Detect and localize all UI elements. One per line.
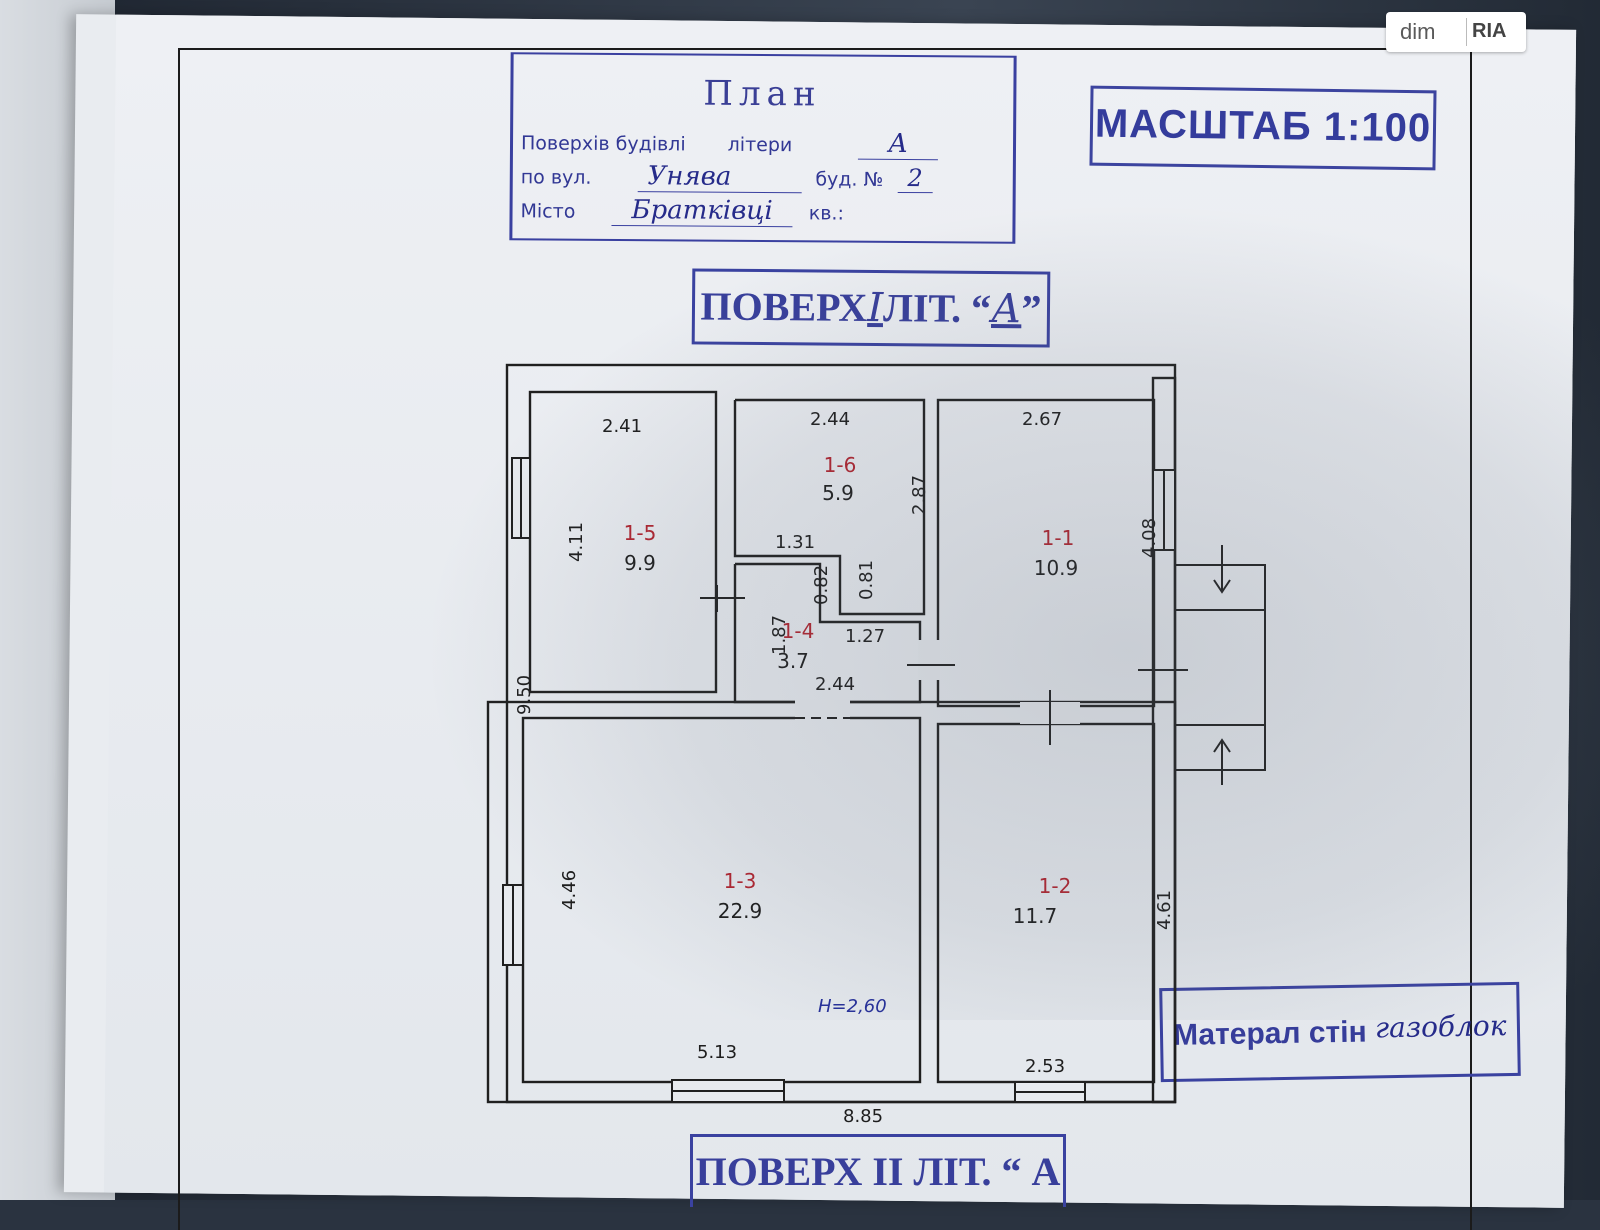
dim-r14-e: 1.87 bbox=[769, 615, 790, 655]
door-gap-1-1 bbox=[918, 640, 940, 680]
door-gaps bbox=[795, 640, 1080, 724]
dim-r16-width: 2.44 bbox=[810, 409, 850, 430]
dim-total-height: 9.50 bbox=[514, 675, 535, 715]
dim-r14-a: 1.31 bbox=[775, 532, 815, 553]
dim-total-width: 8.85 bbox=[843, 1106, 883, 1127]
outer-wall-lower bbox=[486, 700, 1177, 1104]
dim-r12-height: 4.61 bbox=[1154, 890, 1175, 930]
room-id-1-4: 1-4 bbox=[782, 619, 815, 643]
watermark-ria: RIA bbox=[1472, 20, 1507, 42]
room-area-1-1: 10.9 bbox=[1034, 556, 1079, 580]
porch bbox=[1174, 545, 1266, 785]
room-id-1-2: 1-2 bbox=[1039, 874, 1072, 898]
dim-r14-d: 1.27 bbox=[845, 626, 885, 647]
dim-r15-width: 2.41 bbox=[602, 416, 642, 437]
dim-r14-f: 2.44 bbox=[815, 674, 855, 695]
room-id-1-3: 1-3 bbox=[724, 869, 757, 893]
ceiling-height: H=2,60 bbox=[818, 996, 887, 1017]
room-1-6-outline bbox=[733, 398, 926, 616]
dim-r11-width: 2.67 bbox=[1022, 409, 1062, 430]
dim-r15-height: 4.11 bbox=[566, 522, 587, 562]
floor-stamp-second: ПОВЕРХ ІІ ЛІТ. “ А ” bbox=[690, 1134, 1066, 1207]
windows bbox=[502, 457, 1176, 1103]
room-area-1-2: 11.7 bbox=[1013, 904, 1058, 928]
dim-r13-width: 5.13 bbox=[697, 1042, 737, 1063]
room-area-1-5: 9.9 bbox=[624, 551, 656, 575]
dim-r14-b: 0.82 bbox=[811, 565, 832, 605]
porch-outline bbox=[1174, 564, 1266, 771]
porch-arrowhead-down bbox=[1213, 579, 1231, 594]
room-area-1-3: 22.9 bbox=[718, 899, 763, 923]
dim-r16-height: 2.87 bbox=[909, 475, 930, 515]
door-gap-1-3 bbox=[795, 700, 850, 720]
room-1-5-outline bbox=[528, 390, 718, 694]
watermark-dim: dim bbox=[1400, 19, 1436, 44]
dimria-watermark: dim RIA bbox=[1386, 12, 1526, 52]
watermark-separator bbox=[1466, 18, 1467, 46]
room-area-1-6: 5.9 bbox=[822, 481, 854, 505]
porch-arrowhead-up bbox=[1213, 738, 1231, 753]
dim-r14-c: 0.81 bbox=[856, 560, 877, 600]
dimension-labels: 2.41 4.11 2.44 2.87 2.67 4.08 1.31 0.82 … bbox=[514, 409, 1175, 1127]
dim-r13-height: 4.46 bbox=[559, 870, 580, 910]
room-area-1-4: 3.7 bbox=[777, 649, 809, 673]
drawing-frame bbox=[178, 48, 1472, 1230]
room-id-1-5: 1-5 bbox=[624, 521, 657, 545]
room-id-1-1: 1-1 bbox=[1042, 526, 1075, 550]
doors bbox=[700, 585, 1188, 745]
room-1-1-outline bbox=[936, 398, 1156, 708]
room-1-2-outline bbox=[936, 722, 1156, 1084]
room-labels: 1-5 9.9 1-6 5.9 1-1 10.9 1-4 3.7 1-3 22.… bbox=[624, 453, 1079, 928]
floor-plan: 2.41 4.11 2.44 2.87 2.67 4.08 1.31 0.82 … bbox=[486, 363, 1266, 1127]
dim-r12-width: 2.53 bbox=[1025, 1056, 1065, 1077]
dim-r11-height: 4.08 bbox=[1139, 518, 1160, 558]
room-id-1-6: 1-6 bbox=[824, 453, 857, 477]
room-1-4-outline bbox=[733, 562, 922, 704]
